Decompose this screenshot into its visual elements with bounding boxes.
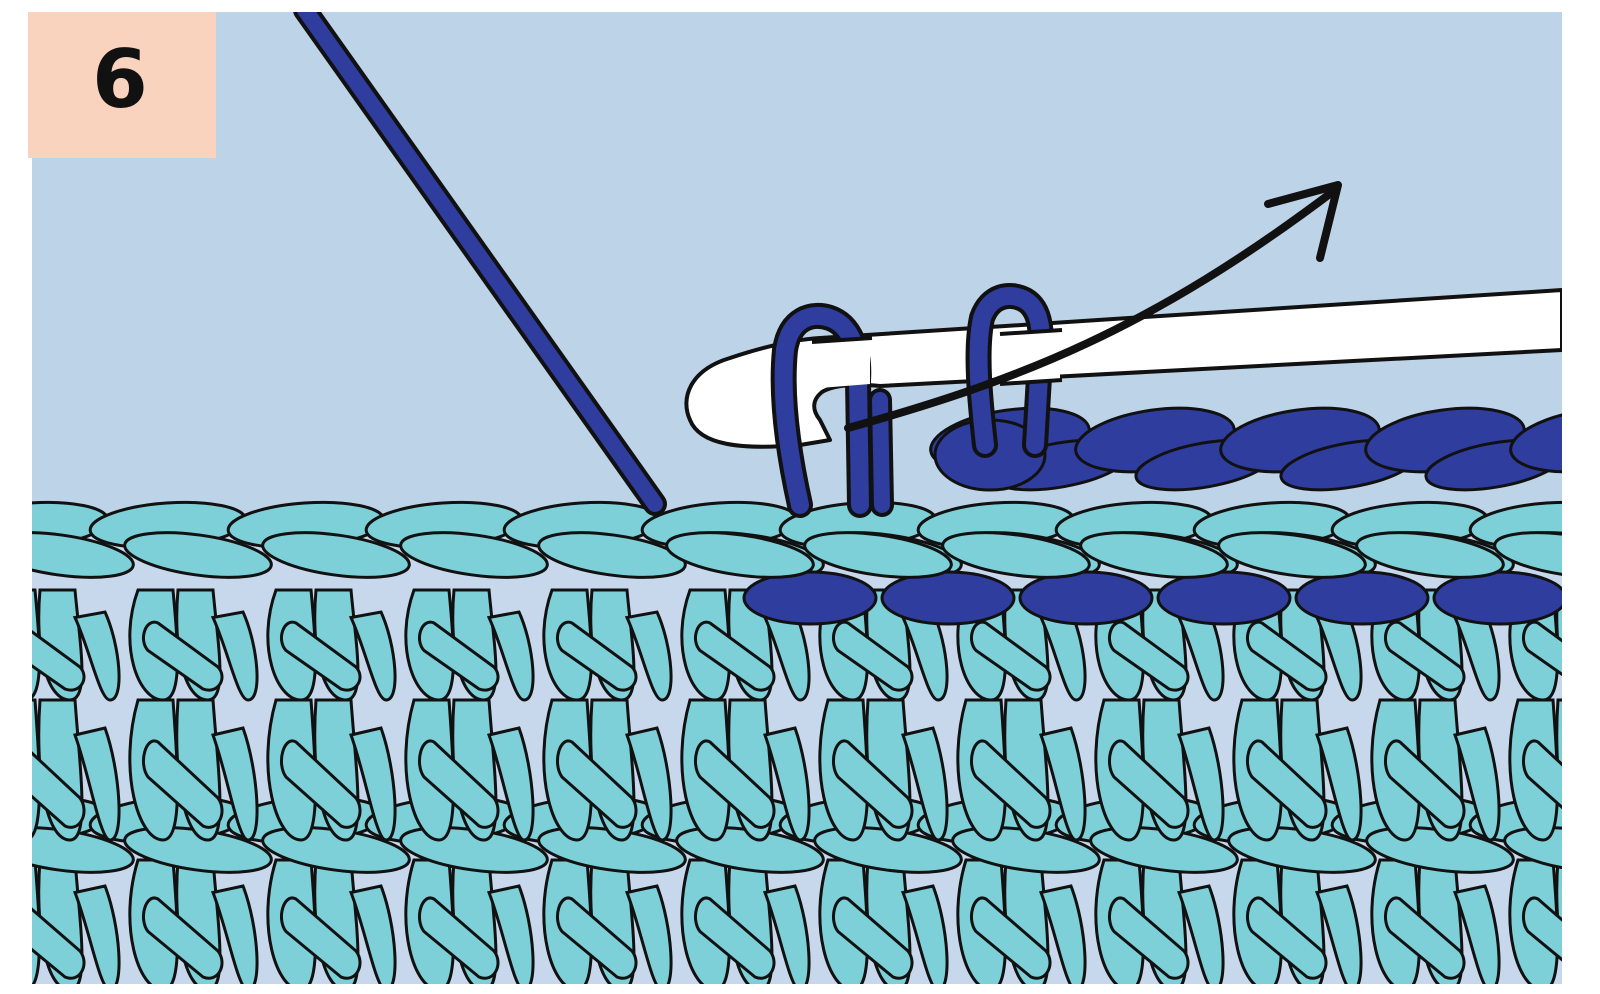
step-badge: 6 [28, 12, 216, 158]
new-stitch [1158, 572, 1290, 624]
new-stitch [882, 572, 1014, 624]
new-stitch [744, 572, 876, 624]
new-stitch [1296, 572, 1428, 624]
new-stitch [1020, 572, 1152, 624]
step-number: 6 [92, 33, 148, 126]
new-stitch [1434, 572, 1566, 624]
